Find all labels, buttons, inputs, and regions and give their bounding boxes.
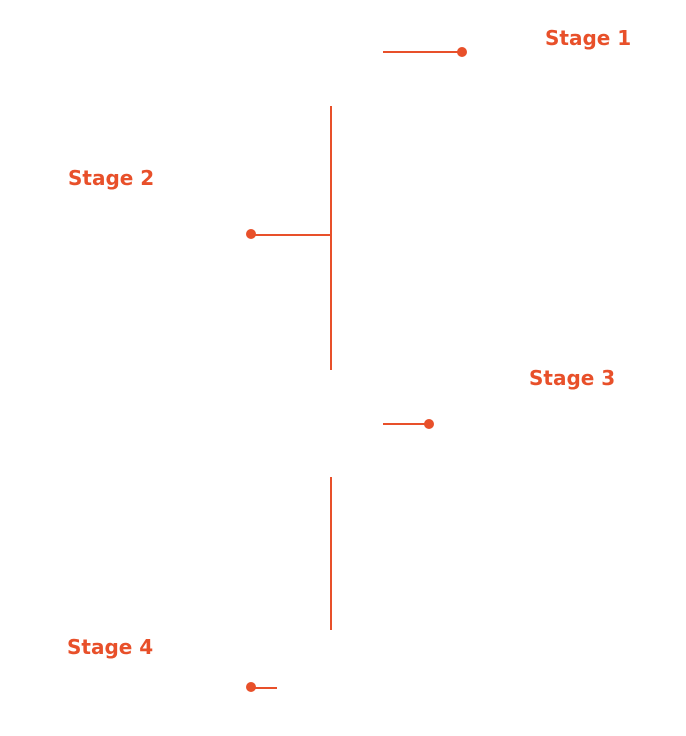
stage-4-label: Stage 4 bbox=[67, 635, 154, 659]
stage-2-label: Stage 2 bbox=[68, 166, 155, 190]
stage-1-label: Stage 1 bbox=[545, 26, 632, 50]
stage-1-dot bbox=[457, 47, 467, 57]
stage-4-dot bbox=[246, 682, 256, 692]
stage-3-label: Stage 3 bbox=[529, 366, 616, 390]
stage-3-dot bbox=[424, 419, 434, 429]
stage-2-dot bbox=[246, 229, 256, 239]
